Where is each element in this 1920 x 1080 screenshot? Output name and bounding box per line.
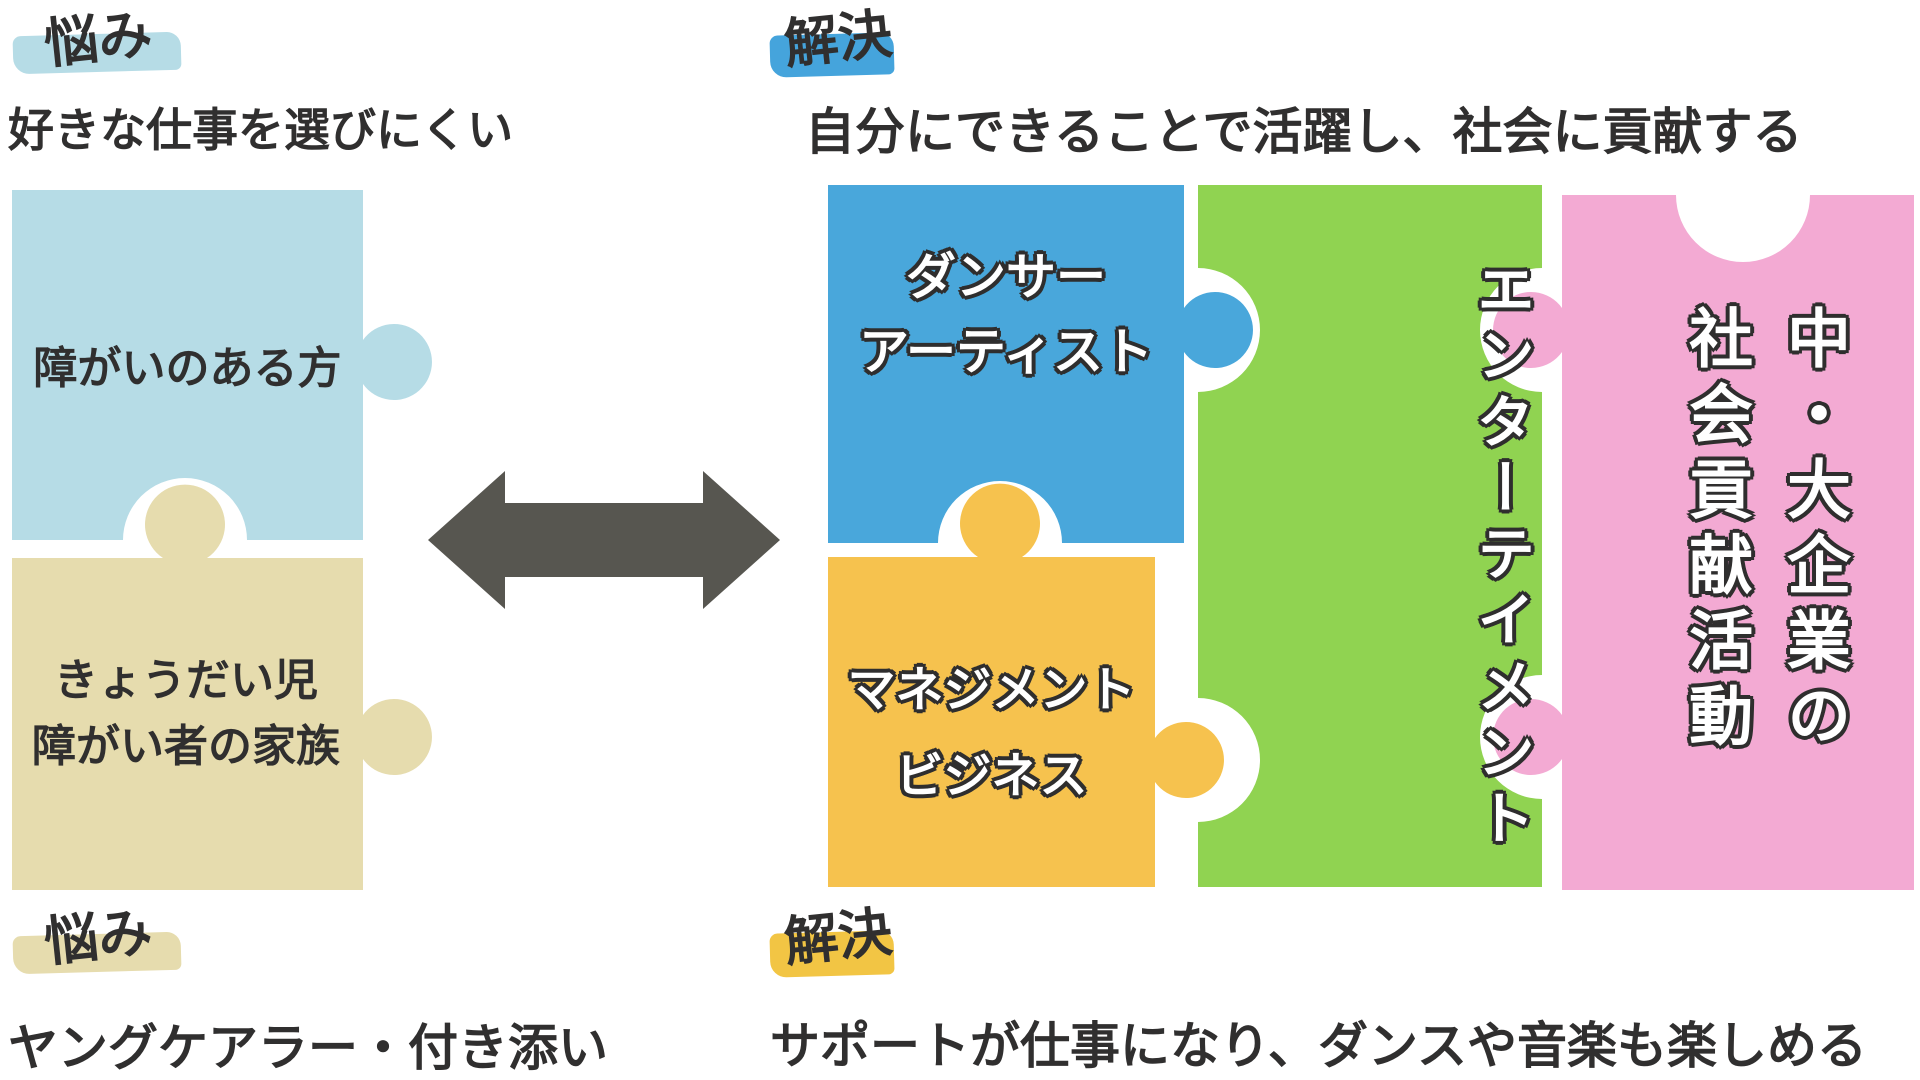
heading-problem-top: 好きな仕事を選びにくい <box>8 104 514 156</box>
label-disabled-people: 障がいのある方 <box>33 344 342 393</box>
puzzle-piece-family <box>12 484 432 890</box>
exchange-arrow-icon <box>428 471 780 609</box>
label-family-of-disabled: 障がい者の家族 <box>32 722 340 771</box>
label-csr-activities: 社会貢献活動 <box>1680 305 1753 759</box>
label-management: マネジメント <box>847 664 1136 717</box>
tag-problem-top: 悩み <box>41 4 155 76</box>
heading-problem-bottom: ヤングケアラー・付き添い <box>8 1020 608 1076</box>
puzzle-piece-entertainment <box>1198 185 1542 887</box>
tag-solution-top: 解決 <box>781 4 895 76</box>
heading-solution-top: 自分にできることで活躍し、社会に貢献する <box>805 104 1803 160</box>
tag-problem-bottom: 悩み <box>41 902 155 974</box>
puzzle-piece-management <box>828 483 1224 887</box>
puzzle-piece-dancer <box>828 185 1253 543</box>
label-artist: アーティスト <box>859 324 1153 380</box>
label-business: ビジネス <box>895 750 1088 804</box>
tag-solution-bottom: 解決 <box>781 902 895 974</box>
label-entertainment: エンターテイメント <box>1468 259 1533 855</box>
puzzle-piece-csr <box>1493 195 1914 890</box>
heading-solution-bottom: サポートが仕事になり、ダンスや音楽も楽しめる <box>770 1018 1867 1074</box>
label-csr-companies: 中・大企業の <box>1778 305 1850 759</box>
puzzle-piece-disabled-people <box>12 190 432 540</box>
label-sibling-children: きょうだい児 <box>54 656 318 705</box>
label-dancer: ダンサー <box>906 249 1106 305</box>
